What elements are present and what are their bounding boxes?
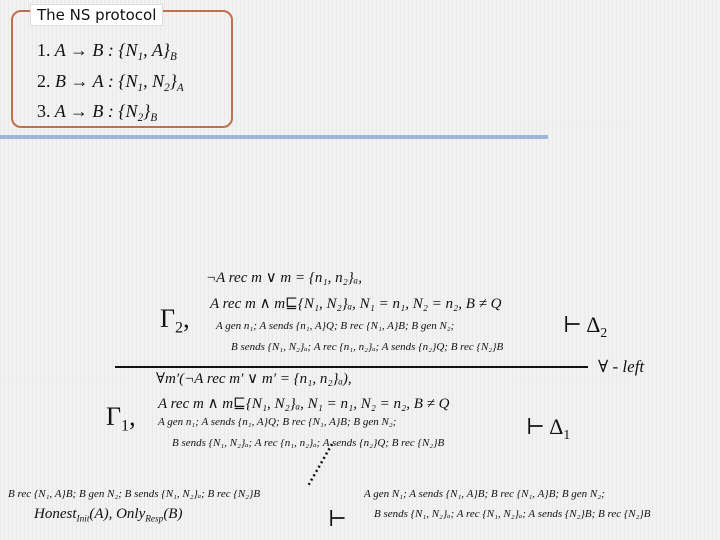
rule-label: ∀ - left — [598, 357, 645, 376]
root-left-line1: B rec {N₁, A}B; B gen N₂; B sends {N₁, N… — [8, 488, 261, 500]
dotted-derivation-line — [306, 443, 334, 487]
top-formula-line1: ¬A rec m ∨ m = {n₁, n₂}ₐ, — [206, 270, 362, 286]
bottom-formula-line2: A rec m ∧ m⊑{N₁, N₂}ₐ, N₁ = n₁, N₂ = n₂,… — [158, 396, 450, 412]
top-turnstile-delta: ⊢ Δ2 — [563, 312, 608, 340]
protocol-title: The NS protocol — [30, 4, 164, 26]
inference-rule-line — [115, 366, 588, 368]
bottom-formula-line3: A gen n₁; A sends {n₁, A}Q; B rec {N₁, A… — [158, 416, 397, 428]
bottom-formula-line4: B sends {N₁, N₂}ₐ; A rec {n₁, n₂}ₐ; A se… — [172, 437, 445, 449]
top-formula-line2: A rec m ∧ m⊑{N₁, N₂}ₐ, N₁ = n₁, N₂ = n₂,… — [210, 296, 502, 312]
root-right-line2: B sends {N₁, N₂}ₐ; A rec {N₁, N₂}ₐ; A se… — [374, 508, 651, 520]
bottom-gamma: Γ1, — [106, 402, 136, 435]
protocol-step-1: 1. A → B : {N1, A}B — [37, 40, 177, 63]
protocol-step-2: 2. B → A : {N1, N2}A — [37, 71, 184, 94]
section-divider — [0, 135, 548, 139]
root-right-line1: A gen N₁; A sends {N₁, A}B; B rec {N₁, A… — [364, 488, 605, 500]
top-gamma: Γ2, — [160, 304, 190, 337]
top-formula-line3: A gen n₁; A sends {n₁, A}Q; B rec {N₁, A… — [216, 320, 455, 332]
bottom-formula-line1: ∀m′(¬A rec m′ ∨ m′ = {n₁, n₂}ₐ), — [156, 371, 352, 387]
root-turnstile: ⊢ — [328, 506, 347, 531]
root-left-line2: HonestInit(A), OnlyResp(B) — [34, 506, 183, 525]
protocol-step-3: 3. A → B : {N2}B — [37, 101, 158, 124]
bottom-turnstile-delta: ⊢ Δ1 — [526, 414, 571, 442]
top-formula-line4: B sends {N₁, N₂}ₐ; A rec {n₁, n₂}ₐ; A se… — [231, 341, 504, 353]
